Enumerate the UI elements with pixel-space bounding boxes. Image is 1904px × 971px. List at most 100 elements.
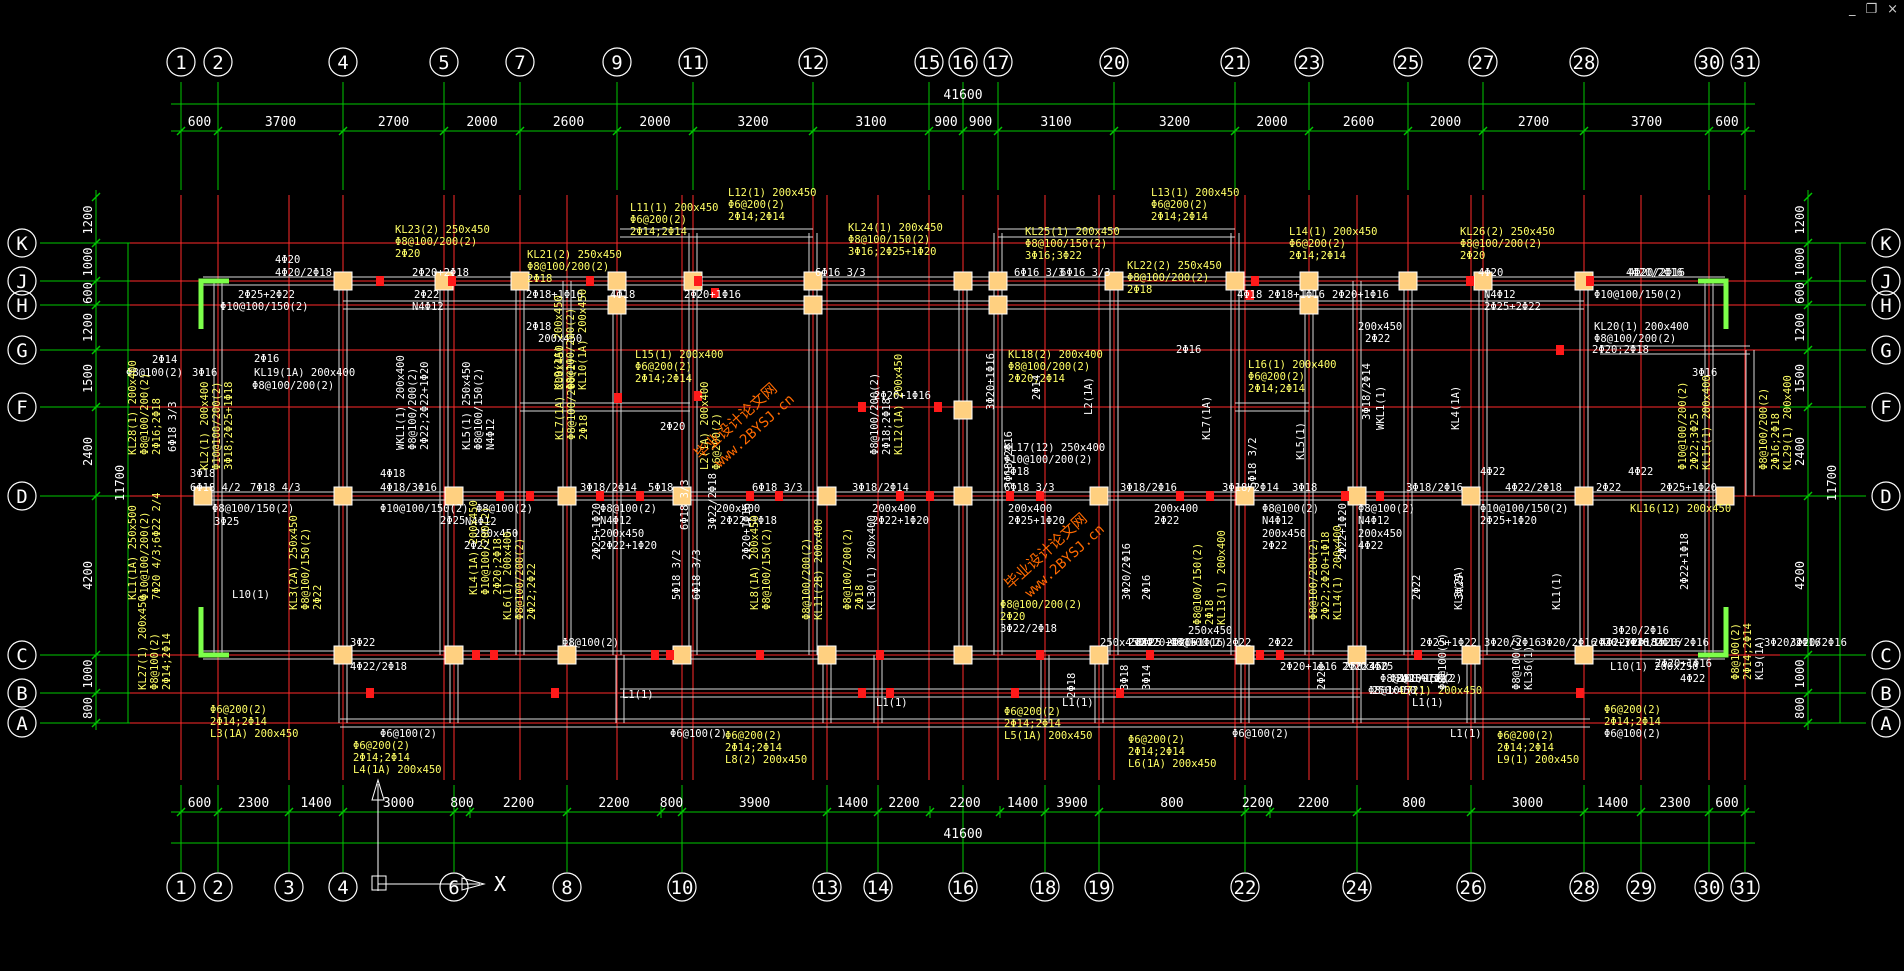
rebar-marker [896,491,904,501]
dim-slash [1579,807,1589,817]
beam-annotation: L12(1) 200x450 [728,187,817,199]
beam-annotation: KL23(2) 250x450 [395,224,490,236]
beam-annotation: 2Φ20 [1460,250,1485,262]
beam-annotation: 2Φ18 [527,273,552,285]
rebar-marker [694,276,702,286]
beam-annotation: 2Φ20 [660,421,685,433]
right-row-label: D [1880,486,1891,508]
dim-slash [91,650,101,660]
bottom-axis-label: 19 [1088,877,1111,899]
beam-annotation-vertical: KL30(1) 200x400 [866,515,878,610]
beam-annotation-vertical: KL9(1A) 200x450 [553,295,565,390]
beam-annotation-vertical: 3Φ25 [1454,575,1466,600]
beam-annotation: 7Φ18 4/3 [250,482,301,494]
right-row-label: F [1880,397,1891,419]
beam-annotation-vertical: Φ8@100/200(2) [1758,388,1770,470]
dim-slash [91,238,101,248]
beam-annotation: 3Φ20/2Φ16 [1612,625,1669,637]
bottom-axis-label: 18 [1034,877,1057,899]
beam-annotation: 2Φ22 [464,540,489,552]
beam-annotation-vertical: 2Φ22+1Φ20 [1337,503,1349,560]
rebar-marker [858,688,866,698]
beam-annotation: 200x450 [1358,321,1402,333]
beam-annotation: 2Φ20+1Φ16 [1140,637,1197,649]
dim-slash [1265,807,1275,817]
dim-slash [91,688,101,698]
beam-annotation: 3Φ22/2Φ18 [1000,623,1057,635]
right-row-label-circle [1871,266,1901,296]
dim-slash [515,126,525,136]
top-axis-label: 20 [1103,52,1126,74]
dimension-value: 4200 [81,561,95,590]
column-block [1715,486,1735,506]
axis-grid [40,82,1866,872]
beam-annotation: 2Φ18+1Φ16 [526,289,583,301]
beam-annotation-vertical: 3Φ20/2Φ16 [1121,543,1133,600]
beam-annotation-vertical: 2Φ18 [854,585,866,610]
beam-annotation: N4Φ12 [412,301,444,313]
beam-annotation-vertical: KL29(1) 200x400 [1782,375,1794,470]
bottom-axis-label-circle [667,872,697,902]
column-block [1089,486,1109,506]
top-axis-label: 12 [802,52,825,74]
beam-annotation: 200x400 [872,503,916,515]
beam-annotation: Φ6@200(2) [1151,199,1208,211]
top-axis-label: 16 [952,52,975,74]
beam-annotation: Φ6@200(2) [725,730,782,742]
beam-annotation: Φ6@200(2) [1128,734,1185,746]
bottom-axis-label: 26 [1460,877,1483,899]
restore-icon[interactable]: ❐ [1865,2,1878,17]
beam-annotation-vertical: KL14(1) 200x400 [1332,525,1344,620]
rebar-marker [746,491,754,501]
minimize-icon[interactable]: _ [1848,2,1856,17]
beam-annotation-vertical: Φ8@100/200(2) [514,538,526,620]
dim-slash [213,807,223,817]
beam-annotation: 2Φ14;2Φ14 [725,742,782,754]
top-axis-label: 2 [212,52,223,74]
beam-annotation: KL24(1) 200x450 [848,222,943,234]
beam-annotation: 3Φ20/2Φ16 [1540,637,1597,649]
dimension-value: 1200 [1793,313,1807,342]
dimension-value: 600 [1793,282,1807,304]
left-row-label: J [16,271,27,293]
beam-annotation: 2Φ14;2Φ14 [353,752,410,764]
beam-annotation-vertical: Φ8@100(2) [1730,623,1742,680]
column-block [1347,645,1367,665]
beam-annotation-vertical: KL13(1) 200x400 [1216,530,1228,625]
beam-annotation-vertical: 6Φ18 3/3 [167,401,179,452]
dim-slash [1803,402,1813,412]
beam-annotation-vertical: Φ8@100/200(2) [869,373,881,455]
dim-slash [465,807,475,817]
dimension-value: 2600 [553,115,584,130]
dimension-value: 800 [1402,796,1425,811]
dim-slash [1803,688,1813,698]
shear-wall [198,607,229,658]
beam-annotation: Φ10@100/200(2) [1004,454,1093,466]
column-block [1574,486,1594,506]
beam-annotation: 200x400 [1154,503,1198,515]
window-controls: _ ❐ × [1849,2,1898,17]
bottom-axis-label-circle [1730,872,1760,902]
close-icon[interactable]: × [1887,2,1898,17]
top-axis-label-circle [983,47,1013,77]
right-row-label: K [1880,233,1892,255]
beam-annotation: L10(1) 200x250 [1610,661,1699,673]
beam-annotation: KL25(1) 200x450 [1025,226,1120,238]
beam-annotation: 2Φ14;2Φ14 [1248,383,1305,395]
beam-annotation: Φ8@100/200(2) [1000,599,1082,611]
top-axis-label-circle [1730,47,1760,77]
beam-annotation-vertical: 2Φ18 [578,415,590,440]
beam-annotation: 3Φ20/2Φ16 [1790,637,1847,649]
beam-annotation: Φ8@100/150(2) [1025,238,1107,250]
dim-slash [1478,126,1488,136]
dimension-value: 3100 [855,115,886,130]
dimension-value: 3000 [1512,796,1543,811]
dimension-value: 800 [660,796,683,811]
beam-annotation: 4Φ18 [1237,289,1262,301]
dim-slash [1803,650,1813,660]
column-block [672,486,692,506]
beam-annotation: 2Φ14;2Φ14 [728,211,785,223]
beam-annotation: 2Φ20;2Φ14 [1008,373,1065,385]
beam-annotation: L6(1A) 200x450 [1128,758,1217,770]
